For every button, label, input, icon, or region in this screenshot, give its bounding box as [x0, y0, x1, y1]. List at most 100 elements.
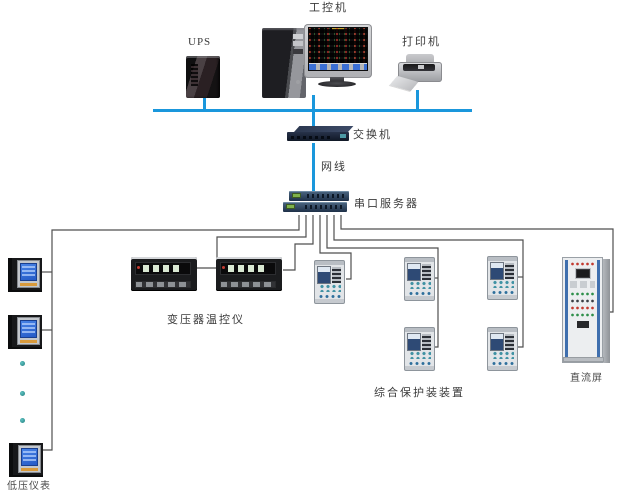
cabinet-display [575, 269, 590, 278]
meter-lcd [21, 448, 38, 466]
serial-server-device [283, 191, 349, 212]
network-cable-label: 网线 [321, 161, 347, 173]
relay-keypad [491, 279, 514, 288]
meter-tag [20, 283, 37, 286]
serial-server-label: 串口服务器 [354, 198, 419, 210]
temp-digits [143, 265, 183, 272]
serial-server-ports [305, 205, 343, 209]
cabinet-plinth [563, 357, 604, 362]
relay-led-column [505, 334, 514, 350]
pc-tower [262, 28, 306, 98]
ellipsis-dot [20, 418, 25, 423]
relay-lcd [491, 263, 503, 279]
indicator-row [570, 306, 595, 310]
temp-led [222, 266, 225, 269]
monitor-screen [308, 27, 368, 71]
relay-lcd [408, 334, 420, 350]
monitor-stand-base [318, 81, 356, 87]
relay-keypad [408, 280, 431, 289]
monitor-stand-neck [330, 77, 344, 82]
ups-device [186, 56, 220, 98]
relay-led-column [505, 263, 514, 279]
serial-server-unit-2 [283, 202, 347, 212]
relay-keypad [318, 283, 341, 292]
temp-controller-1 [131, 257, 197, 291]
meter-lcd [20, 263, 37, 281]
relay-lcd [491, 334, 503, 350]
temp-buttons [135, 281, 191, 288]
protection-relay-1 [314, 260, 345, 304]
relay-lcd [318, 267, 330, 283]
printer-ink-cartridge [418, 65, 424, 69]
relay-keypad [408, 350, 431, 359]
cabinet-front [562, 257, 604, 363]
relay-led-column [422, 334, 431, 350]
ellipsis-dot [20, 361, 25, 366]
cabinet-blue-strip [597, 260, 600, 360]
relay-button-row [408, 361, 431, 366]
scada-display [309, 28, 367, 63]
dc-panel-label: 直流屏 [570, 373, 603, 384]
switch-ports [291, 136, 333, 139]
relay-lcd [408, 264, 420, 280]
temp-controller-label: 变压器温控仪 [167, 314, 245, 326]
temp-display [220, 262, 276, 275]
relay-button-row [491, 361, 514, 366]
serial-server-ports [307, 194, 345, 198]
meter-digits [22, 323, 35, 333]
screen-taskbar [309, 63, 367, 70]
cabinet-lower-block [576, 321, 589, 328]
protection-relay-2 [404, 257, 435, 301]
protection-relay-5 [487, 327, 518, 371]
meter-digits [23, 451, 36, 461]
ellipsis-dot [20, 391, 25, 396]
meter-tag [21, 468, 38, 471]
switch-badge [340, 134, 346, 138]
lv-meters-label: 低压仪表 [7, 481, 51, 492]
industrial-pc-label: 工控机 [309, 2, 348, 14]
indicator-row [570, 313, 595, 317]
power-button-detail [296, 80, 300, 84]
cabinet-meters [570, 281, 595, 288]
protection-relay-4 [487, 256, 518, 300]
relay-keypad [491, 350, 514, 359]
relay-led-column [422, 264, 431, 280]
ups-label: UPS [188, 36, 212, 48]
dc-panel-cabinet [562, 257, 610, 367]
temp-display [135, 262, 191, 275]
indicator-row [570, 262, 595, 266]
cabinet-side [603, 259, 610, 363]
printer-device [389, 54, 444, 92]
switch-label: 交换机 [353, 129, 392, 141]
indicator-row [570, 292, 595, 296]
cabinet-blue-strip [565, 260, 568, 360]
meter-tag [20, 340, 37, 343]
meter-digits [22, 266, 35, 276]
lv-meter-2 [8, 315, 42, 349]
relay-button-row [491, 290, 514, 295]
ups-vent [191, 64, 198, 86]
serial-server-led-panel [292, 193, 301, 198]
switch-device [287, 126, 354, 141]
serial-server-unit-1 [289, 191, 349, 201]
drive-bay [293, 34, 303, 39]
cabinet-controls [570, 262, 595, 354]
pc-monitor [304, 24, 372, 87]
serial-fanout-lines [42, 215, 614, 451]
indicator-row [570, 299, 595, 303]
switch-front-panel [287, 132, 349, 141]
lv-meter-3 [9, 443, 43, 477]
temp-controller-2 [216, 257, 282, 291]
relay-led-column [332, 267, 341, 283]
temp-buttons [220, 281, 276, 288]
lv-meter-1 [8, 258, 42, 292]
temp-led [137, 266, 140, 269]
relay-button-row [408, 291, 431, 296]
relay-button-row [318, 294, 341, 299]
printer-label: 打印机 [402, 36, 441, 48]
protection-relay-3 [404, 327, 435, 371]
temp-digits [228, 265, 268, 272]
protection-devices-label: 综合保护装装置 [374, 387, 465, 399]
serial-server-led-panel [286, 204, 295, 209]
